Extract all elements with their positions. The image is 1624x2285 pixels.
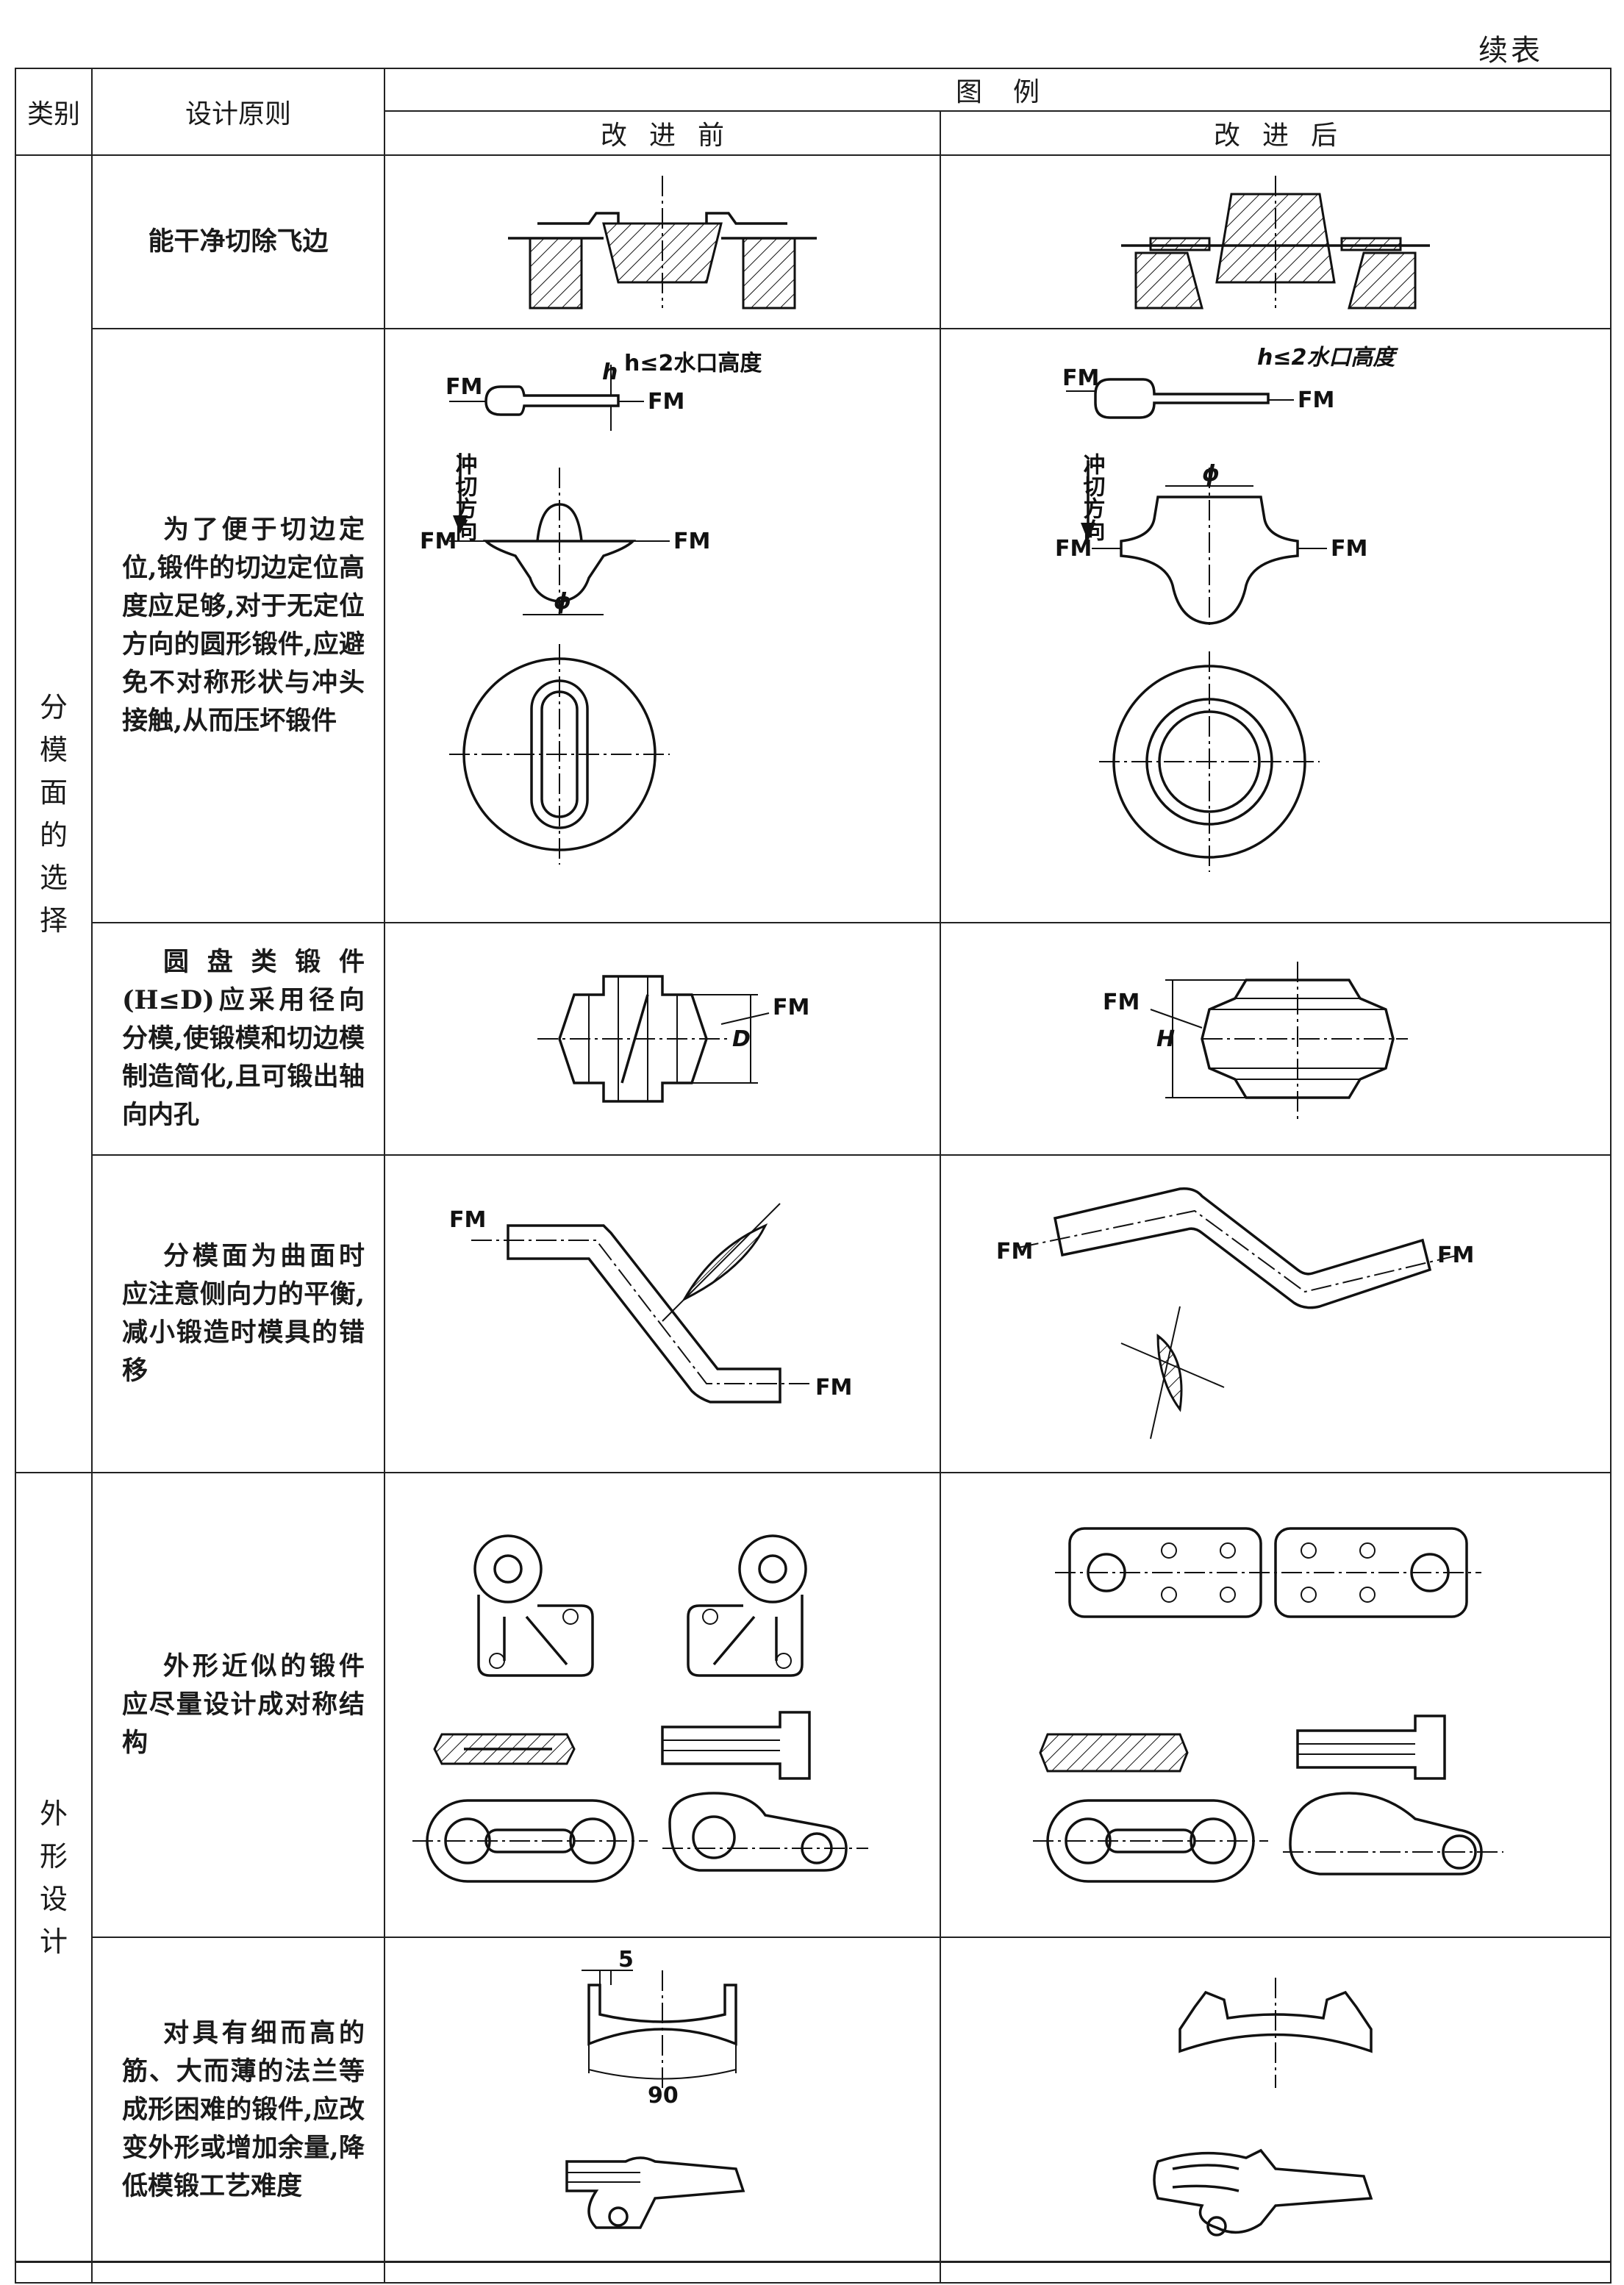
punch-direction-label: 冲切方向 — [1079, 453, 1106, 541]
phi-label: ϕ — [554, 589, 571, 615]
design-principles-table: 类别 设计原则 图例 改进前 改进后 分模面的选择 能干净切除飞边 — [15, 68, 1612, 2284]
flash-die-after-drawing — [1121, 176, 1430, 310]
figure-difficult-after — [939, 1937, 1612, 2284]
fm-label: FM — [1062, 365, 1099, 391]
figure-symmetric-before — [384, 1472, 941, 1938]
disc-forging-after-drawing: H FM — [1103, 962, 1408, 1120]
figure-symmetric-after — [939, 1472, 1612, 1938]
principle-clean-flash: 能干净切除飞边 — [91, 154, 385, 329]
fm-label: FM — [673, 529, 710, 554]
figure-curved-after: FM FM — [939, 1154, 1612, 1473]
fm-label: FM — [773, 995, 809, 1020]
h-note: h≤2水口高度 — [1257, 345, 1398, 371]
symmetric-before-drawing — [412, 1534, 868, 1883]
d-label: D — [732, 1026, 751, 1052]
continuation-label: 续表 — [1478, 34, 1543, 68]
principle-radial-parting: 圆盘类锻件(H≤D)应采用径向分模,使锻模和切边模制造简化,且可锻出轴向内孔 — [91, 922, 385, 1156]
header-before: 改进前 — [384, 110, 941, 156]
curved-parting-before-drawing: FM FM — [449, 1203, 852, 1403]
header-category: 类别 — [15, 68, 93, 156]
fm-label: FM — [996, 1239, 1033, 1265]
punch-direction-label: 冲切方向 — [451, 453, 478, 541]
fm-label: FM — [1103, 990, 1140, 1015]
trim-location-after-drawing: FM FM h≤2水口高度 冲切方向 FM FM ϕ — [1055, 345, 1398, 872]
figure-flash-before — [384, 154, 941, 329]
dim-5-label: 5 — [618, 1948, 634, 1973]
trim-location-before-drawing: FM FM h h≤2水口高度 冲切方向 FM FM ϕ — [420, 351, 762, 865]
principle-symmetric: 外形近似的锻件应尽量设计成对称结构 — [91, 1472, 385, 1938]
fm-label: FM — [449, 1207, 486, 1233]
figure-disc-before: D FM — [384, 922, 941, 1156]
symmetric-after-drawing — [1033, 1527, 1503, 1883]
principle-curved-parting: 分模面为曲面时应注意侧向力的平衡,减小锻造时模具的错移 — [91, 1154, 385, 1473]
fm-label: FM — [1055, 536, 1092, 562]
flash-die-before-drawing — [508, 176, 817, 310]
h-dim-label: H — [1156, 1026, 1175, 1052]
header-principle: 设计原则 — [91, 68, 385, 156]
dim-90-label: 90 — [648, 2083, 679, 2109]
category-parting-surface: 分模面的选择 — [15, 154, 93, 1473]
category-shape-design: 外形设计 — [15, 1472, 93, 2284]
h-label: h — [602, 360, 618, 385]
figure-difficult-before: 5 90 — [384, 1937, 941, 2284]
bottom-rule — [15, 2261, 1610, 2263]
curved-parting-after-drawing: FM FM — [996, 1187, 1474, 1440]
principle-difficult-shapes: 对具有细而高的筋、大而薄的法兰等成形困难的锻件,应改变外形或增加余量,降低模锻工… — [91, 1937, 385, 2284]
disc-forging-before-drawing: D FM — [537, 975, 809, 1103]
fm-label: FM — [1331, 536, 1367, 562]
fm-label: FM — [446, 374, 482, 400]
fm-label: FM — [1437, 1242, 1474, 1268]
figure-flash-after — [939, 154, 1612, 329]
header-figure: 图例 — [383, 68, 1612, 112]
fm-label: FM — [648, 389, 684, 415]
difficult-shape-after-drawing — [1153, 1978, 1373, 2236]
fm-label: FM — [1298, 387, 1334, 413]
figure-disc-after: H FM — [939, 922, 1612, 1156]
phi-label: ϕ — [1202, 461, 1220, 487]
fm-label: FM — [420, 529, 457, 554]
figure-curved-before: FM FM — [384, 1154, 941, 1473]
h-note: h≤2水口高度 — [624, 351, 762, 376]
difficult-shape-before-drawing: 5 90 — [565, 1948, 745, 2229]
figure-trim-after: FM FM h≤2水口高度 冲切方向 FM FM ϕ — [939, 328, 1612, 923]
fm-label: FM — [815, 1375, 852, 1401]
figure-trim-before: FM FM h h≤2水口高度 冲切方向 FM FM ϕ — [384, 328, 941, 923]
header-after: 改进后 — [939, 110, 1612, 156]
principle-trim-location: 为了便于切边定位,锻件的切边定位高度应足够,对于无定位方向的圆形锻件,应避免不对… — [91, 328, 385, 923]
